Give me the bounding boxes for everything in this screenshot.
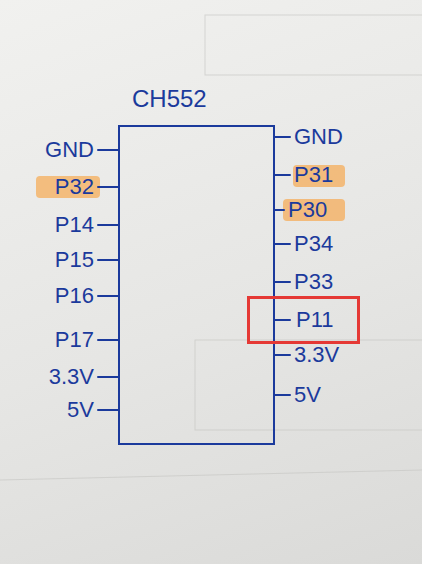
chip-name: CH552 <box>132 87 207 111</box>
pin-name: P34 <box>294 233 333 255</box>
pin-name: GND <box>45 139 94 161</box>
pin-name: P11 <box>296 309 334 331</box>
highlight <box>283 199 345 221</box>
pin-name: 3.3V <box>294 344 339 366</box>
pin-name: P15 <box>55 249 94 271</box>
pin-name: P17 <box>55 329 94 351</box>
pin-name: 5V <box>67 399 94 421</box>
highlight <box>293 165 345 187</box>
pin-name: P16 <box>55 285 94 307</box>
pin-name: P31 <box>294 164 333 186</box>
pin-name: P30 <box>288 199 327 221</box>
pin-name: P33 <box>294 271 333 293</box>
pin-name: 3.3V <box>49 366 94 388</box>
pin-name: P32 <box>55 176 94 198</box>
pin-name: 5V <box>294 384 321 406</box>
chip-body: CH552 <box>118 125 275 445</box>
highlight <box>36 176 100 198</box>
highlight-box: P11 <box>247 296 360 344</box>
pin-name: P14 <box>55 214 94 236</box>
pin-name: GND <box>294 126 343 148</box>
